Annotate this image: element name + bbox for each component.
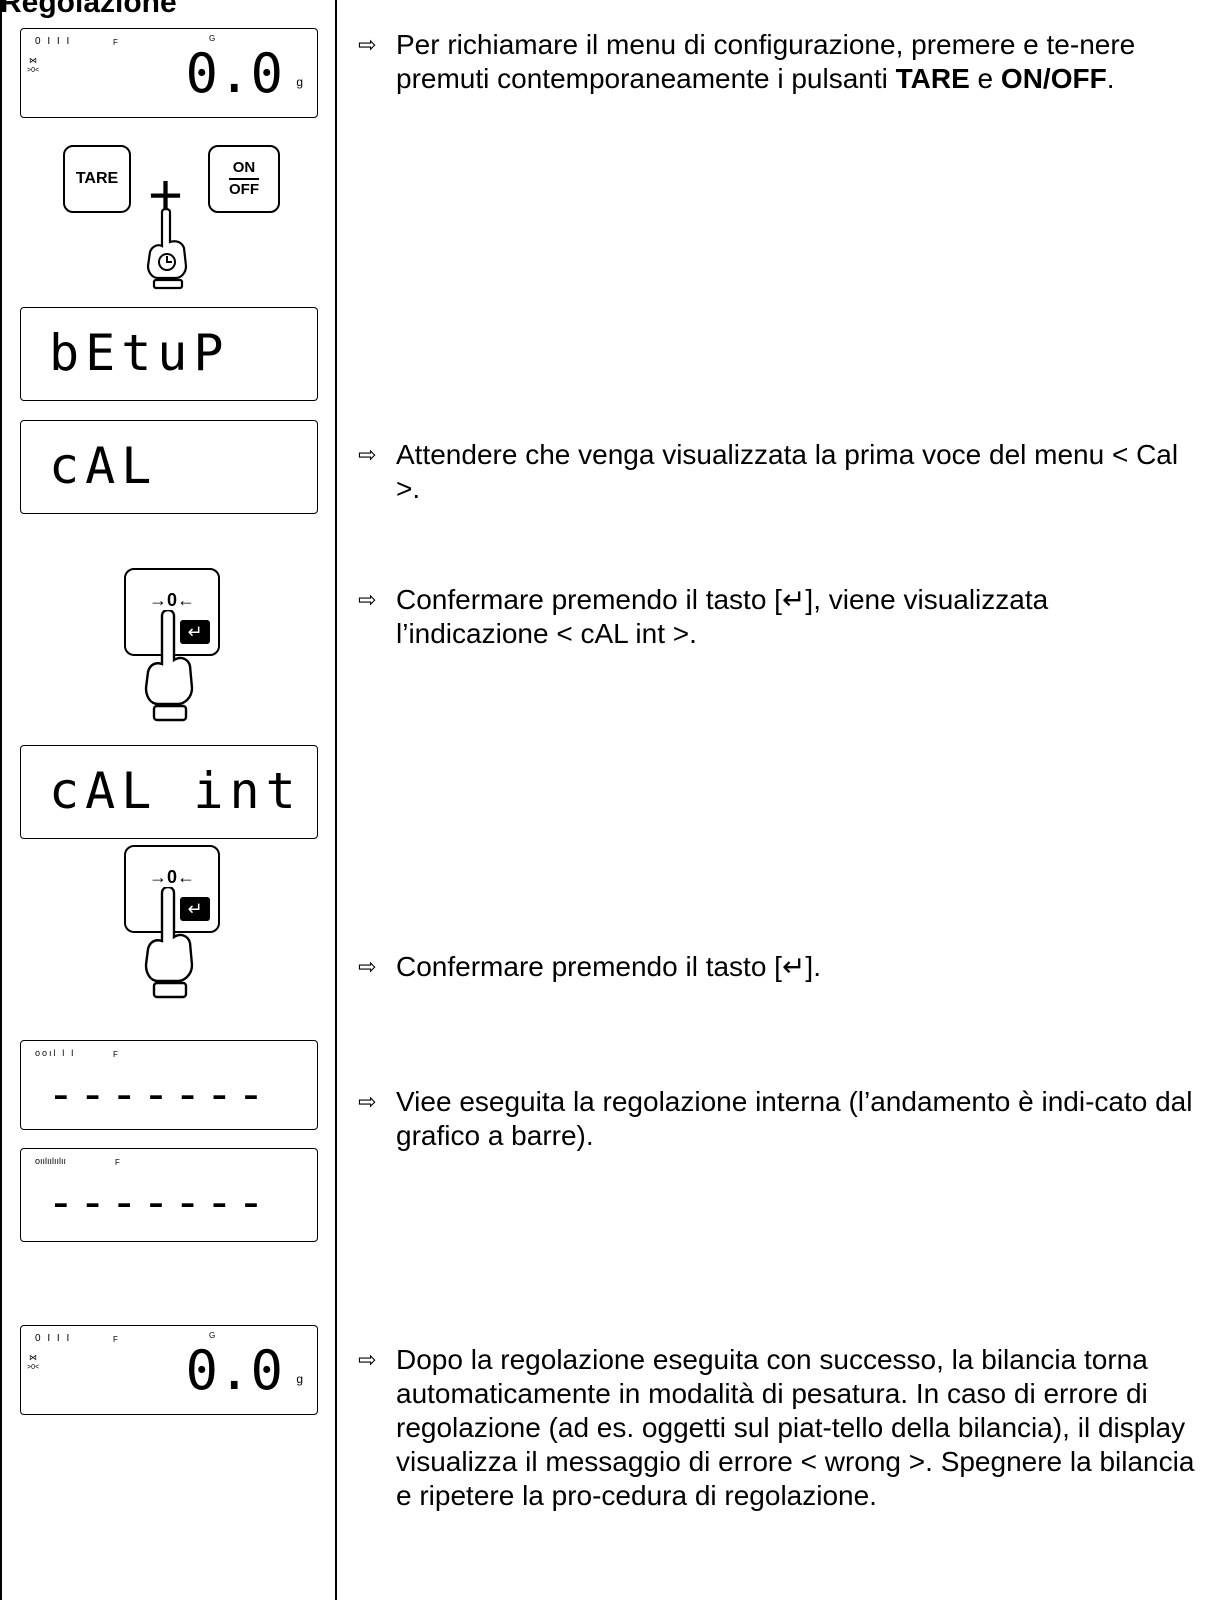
zero-label-1: →0← (148, 589, 195, 610)
weight-value: 0.0 (185, 42, 283, 105)
arrow-icon: ⇨ (358, 1089, 377, 1114)
step-1: ⇨ Per richiamare il menu di configurazio… (358, 28, 1198, 96)
arrow-icon: ⇨ (358, 587, 377, 612)
unit-label: g (296, 1372, 303, 1386)
stability-icon: ⋈ (29, 1353, 37, 1362)
lcd-display-progress-2: oıılıılıılıı F ------- (20, 1148, 318, 1242)
unit-label: g (296, 75, 303, 89)
step-4-text: Confermare premendo il tasto [↵]. (396, 951, 821, 982)
pointing-finger-icon (144, 610, 194, 722)
on-label: ON (228, 159, 260, 180)
cal-int-text: cAL int (49, 762, 302, 820)
step-6-text: Dopo la regolazione eseguita con success… (396, 1344, 1195, 1511)
lcd-display-cal: cAL (20, 420, 318, 514)
step-5-text: Viee eseguita la regolazione interna (l’… (396, 1086, 1193, 1151)
step-2: ⇨ Attendere che venga visualizzata la pr… (358, 438, 1198, 506)
arrow-icon: ⇨ (358, 954, 377, 979)
f-label: F (113, 1050, 118, 1059)
lcd-display-setup: bEtuP (20, 307, 318, 401)
off-label: OFF (229, 181, 259, 198)
pressing-hand-icon (146, 208, 188, 290)
step-4: ⇨ Confermare premendo il tasto [↵]. (358, 950, 1198, 984)
g-label: G (209, 34, 216, 43)
bar-graph: 0 I I I (35, 36, 72, 47)
f-label: F (113, 1335, 118, 1344)
zero-indicator: >0< (27, 1364, 40, 1371)
step-1-text: Per richiamare il menu di configurazione… (396, 29, 1136, 94)
arrow-icon: ⇨ (358, 1347, 377, 1372)
step-2-text: Attendere che venga visualizzata la prim… (396, 439, 1179, 504)
enter-icon-2: ↵ (180, 897, 210, 921)
zero-indicator: >0< (27, 67, 40, 74)
arrow-icon: ⇨ (358, 32, 377, 57)
bar-graph-1: ooıl I I (35, 1048, 76, 1058)
f-label: F (113, 38, 118, 47)
tare-key[interactable]: TARE (63, 145, 131, 213)
step-1-period: . (1106, 63, 1115, 94)
arrow-icon: ⇨ (358, 442, 377, 467)
pointing-finger-icon-2 (144, 887, 194, 999)
step-5: ⇨ Viee eseguita la regolazione interna (… (358, 1085, 1198, 1153)
step-1-conjunction: e (969, 63, 1001, 94)
bar-graph-2: oıılıılıılıı (35, 1156, 67, 1166)
lcd-display-cal-int: cAL int (20, 745, 318, 839)
progress-dashes-2: ------- (47, 1175, 269, 1229)
tare-key-label: TARE (75, 170, 119, 187)
f-label: F (115, 1158, 120, 1167)
onoff-bold: ON/OFF (1000, 63, 1107, 94)
lcd-display-progress-1: ooıl I I F ------- (20, 1040, 318, 1130)
weight-value: 0.0 (185, 1339, 283, 1402)
on-off-key[interactable]: ON OFF (208, 145, 280, 213)
bar-graph: 0 I I I (35, 1333, 72, 1344)
column-divider (335, 0, 337, 1600)
section-heading: Regolazione (0, 0, 177, 19)
enter-icon: ↵ (180, 620, 210, 644)
lcd-display-initial: 0 I I I F G ⋈ >0< 0.0 g (20, 28, 318, 118)
cal-text: cAL (49, 437, 158, 495)
lcd-display-final: 0 I I I F G ⋈ >0< 0.0 g (20, 1325, 318, 1415)
step-3: ⇨ Confermare premendo il tasto [↵], vien… (358, 583, 1198, 651)
tare-bold: TARE (895, 63, 970, 94)
left-border (0, 0, 2, 1600)
step-6: ⇨ Dopo la regolazione eseguita con succe… (358, 1343, 1198, 1513)
progress-dashes-1: ------- (47, 1067, 269, 1121)
g-label: G (209, 1331, 216, 1340)
zero-label-2: →0← (148, 866, 195, 887)
setup-text: bEtuP (49, 324, 230, 382)
step-3-text: Confermare premendo il tasto [↵], viene … (396, 584, 1049, 649)
stability-icon: ⋈ (29, 56, 37, 65)
